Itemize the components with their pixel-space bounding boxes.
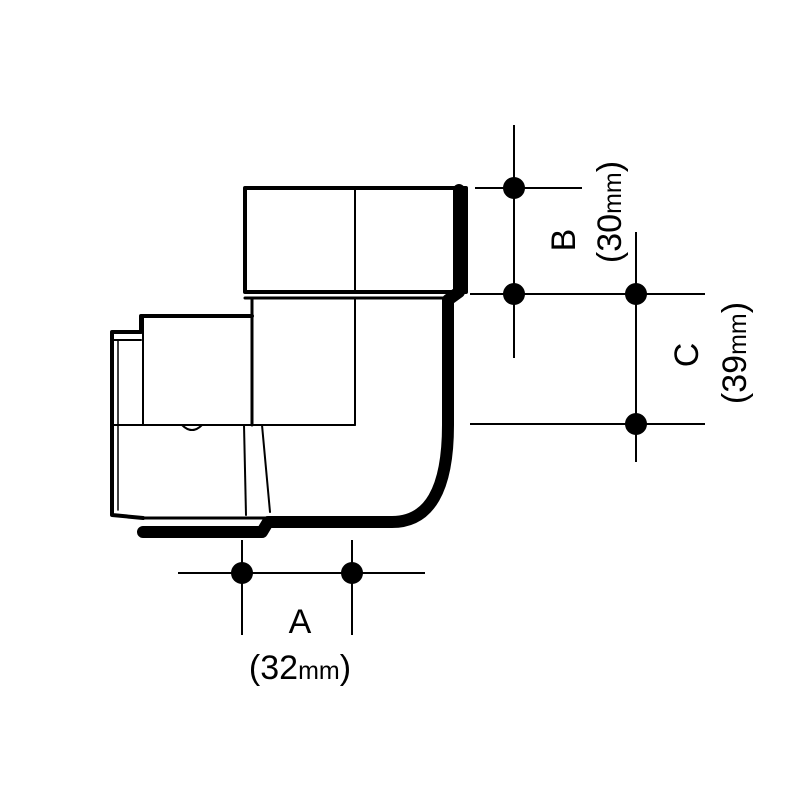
dimension-c-unit: mm — [724, 313, 752, 355]
dimension-a-letter: A — [289, 603, 312, 641]
dimension-b-open-paren: ( — [591, 251, 629, 263]
seam-notch — [181, 424, 203, 431]
upper-socket-outline — [243, 186, 468, 294]
dimension-c-point-bottom — [625, 413, 647, 435]
dimension-b-point-top — [503, 177, 525, 199]
dimension-c-value-label: (39mm) — [716, 302, 754, 404]
dimension-b-close-paren: ) — [591, 161, 629, 172]
dimension-a — [178, 540, 425, 635]
fitting-outer-outline — [137, 184, 465, 538]
dimension-b-unit: mm — [599, 172, 627, 214]
elbow-fitting-drawing — [110, 184, 468, 538]
dimension-a-value-label: (32mm) — [249, 649, 351, 687]
dimension-b — [470, 125, 705, 358]
dimension-a-value: 32 — [260, 649, 298, 687]
transition-line-left — [243, 424, 247, 516]
left-spigot-step — [110, 314, 254, 520]
dimension-b-letter: B — [545, 229, 583, 252]
dimension-a-point-left — [231, 562, 253, 584]
dimension-b-value: 30 — [591, 214, 629, 252]
dimension-c-open-paren: ( — [716, 392, 754, 404]
dimension-b-point-bottom — [503, 283, 525, 305]
transition-line-right — [261, 424, 271, 513]
dimension-a-open-paren: ( — [249, 649, 261, 687]
dimension-c — [470, 232, 705, 462]
dimension-a-close-paren: ) — [340, 649, 351, 687]
dimension-c-letter: C — [668, 343, 706, 368]
dimension-c-point-top — [625, 283, 647, 305]
dimension-a-point-right — [341, 562, 363, 584]
dimension-a-unit: mm — [298, 657, 340, 685]
dimension-b-value-label: (30mm) — [591, 161, 629, 263]
dimension-c-close-paren: ) — [716, 302, 754, 313]
dimension-c-value: 39 — [716, 355, 754, 393]
